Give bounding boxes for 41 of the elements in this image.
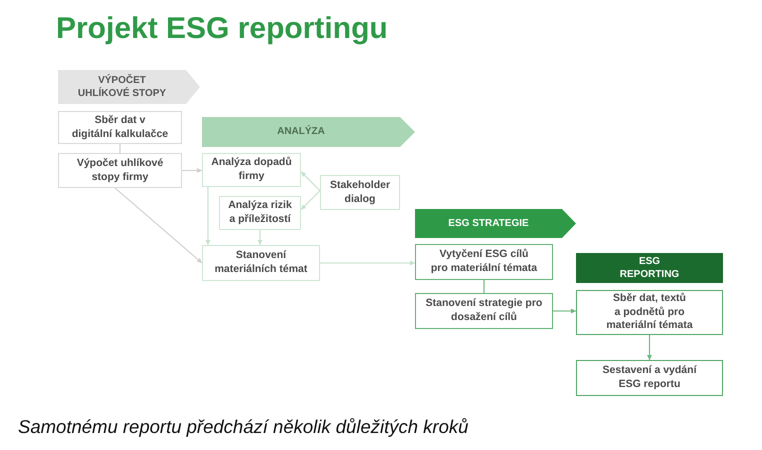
connector-arrow bbox=[647, 335, 652, 360]
connector-arrow bbox=[553, 308, 576, 314]
connector-arrow bbox=[182, 168, 202, 173]
stage-banner bbox=[202, 117, 415, 147]
stage-title: ESG STRATEGIE bbox=[448, 216, 529, 230]
connector-arrow bbox=[114, 188, 202, 264]
process-box bbox=[58, 153, 182, 188]
step-text: Analýza dopadů firmy bbox=[210, 156, 293, 184]
process-box bbox=[415, 293, 553, 329]
connector-arrow bbox=[258, 230, 262, 245]
stage-title: ESG REPORTING bbox=[618, 254, 680, 282]
diagram-title: Projekt ESG reportingu bbox=[56, 12, 388, 46]
process-box bbox=[219, 196, 301, 230]
stage-banner bbox=[415, 209, 576, 238]
step-text: Sběr dat, textů a podnětů pro materiální témata bbox=[605, 292, 694, 333]
connector-arrow bbox=[300, 171, 320, 192]
process-box bbox=[415, 244, 553, 280]
connector-line bbox=[483, 280, 485, 293]
stage-title: VÝPOČET UHLÍKOVÉ STOPY bbox=[76, 74, 168, 100]
step-text: Stanovení materiálních témat bbox=[214, 249, 308, 277]
process-box bbox=[202, 245, 320, 281]
caption-text: Samotnému reportu předchází několik důležitých kroků bbox=[18, 416, 468, 438]
step-text: Sběr dat v digitální kalkulačce bbox=[70, 114, 170, 142]
connector-arrow bbox=[320, 260, 415, 266]
connector-line bbox=[119, 144, 121, 153]
process-box bbox=[576, 360, 723, 396]
process-box bbox=[58, 111, 182, 144]
step-text: Výpočet uhlíkové stopy firmy bbox=[76, 156, 164, 184]
step-text: Stanovení strategie pro dosažení cílů bbox=[424, 297, 544, 325]
stage-title: ANALÝZA bbox=[277, 125, 325, 139]
step-text: Stakeholder dialog bbox=[328, 178, 392, 206]
step-text: Sestavení a vydání ESG reportu bbox=[602, 364, 698, 392]
stage-banner bbox=[58, 70, 200, 104]
connector-arrow bbox=[300, 190, 320, 210]
process-box bbox=[202, 153, 301, 187]
step-text: Analýza rizik a příležitostí bbox=[227, 199, 293, 227]
stage-header bbox=[576, 253, 723, 283]
process-box bbox=[320, 175, 400, 210]
step-text: Vytyčení ESG cílů pro materiální témata bbox=[430, 248, 538, 276]
process-box bbox=[576, 290, 723, 335]
connector-arrow bbox=[205, 187, 210, 245]
